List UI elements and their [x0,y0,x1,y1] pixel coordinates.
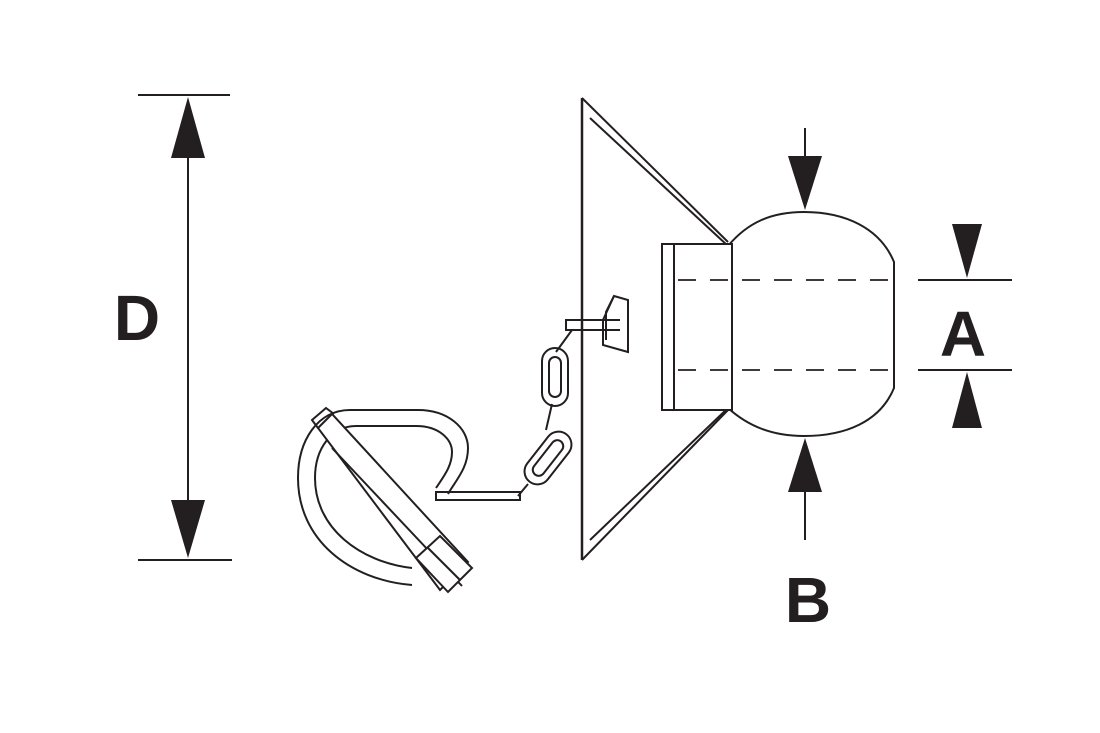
ball-neck [661,243,733,411]
dimension-a-label: A [940,298,986,370]
dimension-b-bottom-arrow [788,438,822,492]
plate-top-bevel-inner [589,117,729,247]
plate-bottom-bevel-inner [589,407,729,541]
dimension-d-label: D [114,282,160,354]
linch-pin-tip [310,406,335,429]
linch-pin-head-line [427,547,461,581]
chain-link-2 [523,430,573,486]
dimension-a-top-arrow [952,224,982,278]
dimension-b: B [785,128,831,636]
chain-connector-2 [545,403,553,431]
safety-chain [435,319,620,501]
ball-body [727,210,895,438]
dimension-d: D [114,94,232,561]
dimension-a: A [918,224,1012,428]
dimension-a-bottom-arrow [952,372,982,428]
chain-end-wire [435,491,521,501]
dimension-b-label: B [785,564,831,636]
tow-ball [661,210,895,438]
chain-connector-3 [517,483,529,497]
linch-pin [296,406,474,594]
dimension-b-top-arrow [788,156,822,210]
chain-link-1-inner [548,356,562,398]
chain-hook [565,319,620,331]
plate-top-bevel [581,97,729,243]
dimension-d-top-arrow [171,97,205,158]
plate-bottom-bevel [581,409,729,561]
chain-link-1 [541,347,569,407]
chain-link-2-inner [531,439,565,477]
dimension-d-bottom-arrow [171,500,205,558]
chain-eyelet-inner [605,295,615,340]
